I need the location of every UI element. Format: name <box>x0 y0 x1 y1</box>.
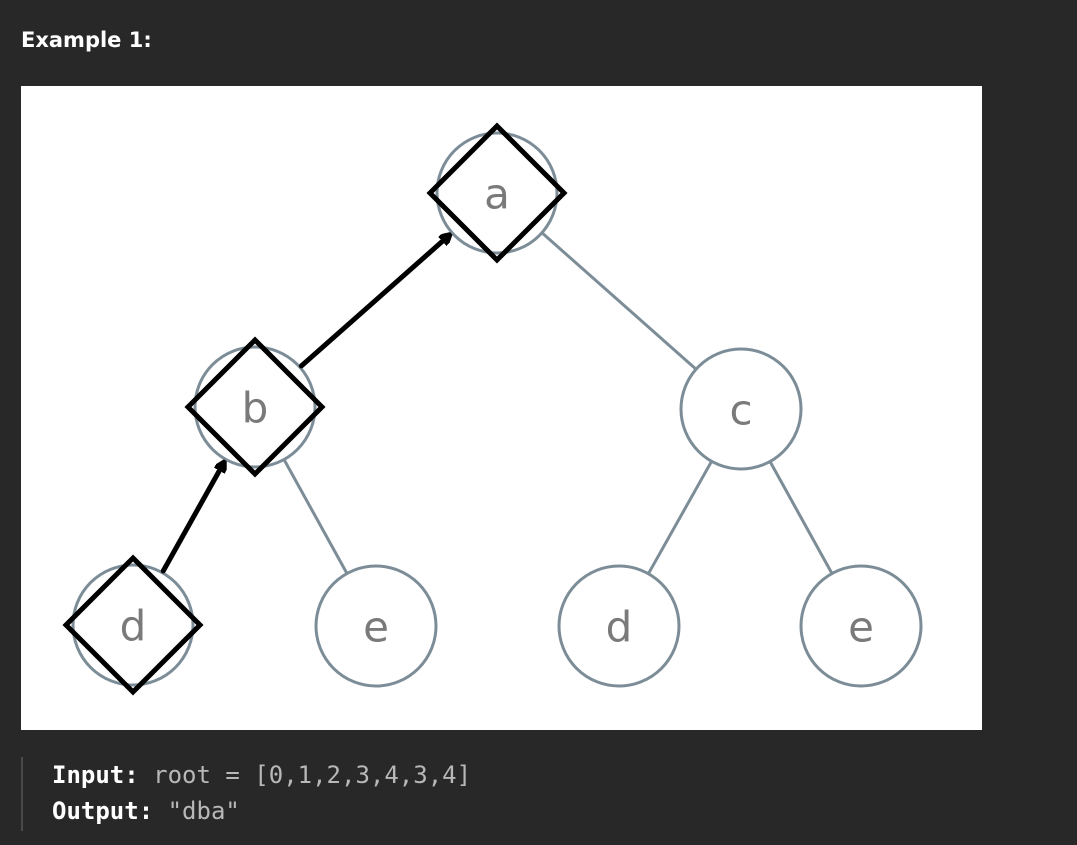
output-value: "dba" <box>167 797 240 825</box>
tree-diagram-canvas: a b c d e d e <box>62 122 923 696</box>
tree-node-e2 <box>799 564 923 688</box>
tree-node-label-c: c <box>729 386 752 435</box>
tree-diagram: a b c d e d e <box>21 86 982 730</box>
example-heading: Example 1: <box>21 28 152 52</box>
tree-edge-b-e1 <box>282 458 349 575</box>
tree-node-d1 <box>71 563 195 687</box>
tree-node-label-d1: d <box>120 602 147 651</box>
path-highlight-d1 <box>62 554 204 696</box>
path-arrow-b-to-a <box>298 235 449 369</box>
path-highlight-b <box>184 336 326 478</box>
path-arrow-d1-to-b <box>160 463 223 574</box>
path-highlight-a <box>426 122 568 264</box>
tree-node-label-e2: e <box>848 603 874 652</box>
input-label: Input: <box>52 761 139 789</box>
input-value: root = [0,1,2,3,4,3,4] <box>153 761 472 789</box>
example-io-block: Input: root = [0,1,2,3,4,3,4] Output: "d… <box>21 757 471 831</box>
tree-node-label-a: a <box>484 170 510 219</box>
tree-edge-c-d2 <box>647 460 713 575</box>
tree-node-label-b: b <box>242 384 269 433</box>
tree-node-label-d2: d <box>606 603 633 652</box>
tree-node-e1 <box>314 564 438 688</box>
output-label: Output: <box>52 797 154 825</box>
tree-edge-a-c <box>540 231 698 371</box>
tree-node-b <box>193 345 317 469</box>
output-line: Output: "dba" <box>52 793 471 829</box>
tree-node-a <box>435 131 559 255</box>
tree-node-c <box>679 347 803 471</box>
tree-node-label-e1: e <box>363 603 389 652</box>
tree-edge-c-e2 <box>768 460 834 575</box>
tree-node-d2 <box>557 564 681 688</box>
input-line: Input: root = [0,1,2,3,4,3,4] <box>52 757 471 793</box>
